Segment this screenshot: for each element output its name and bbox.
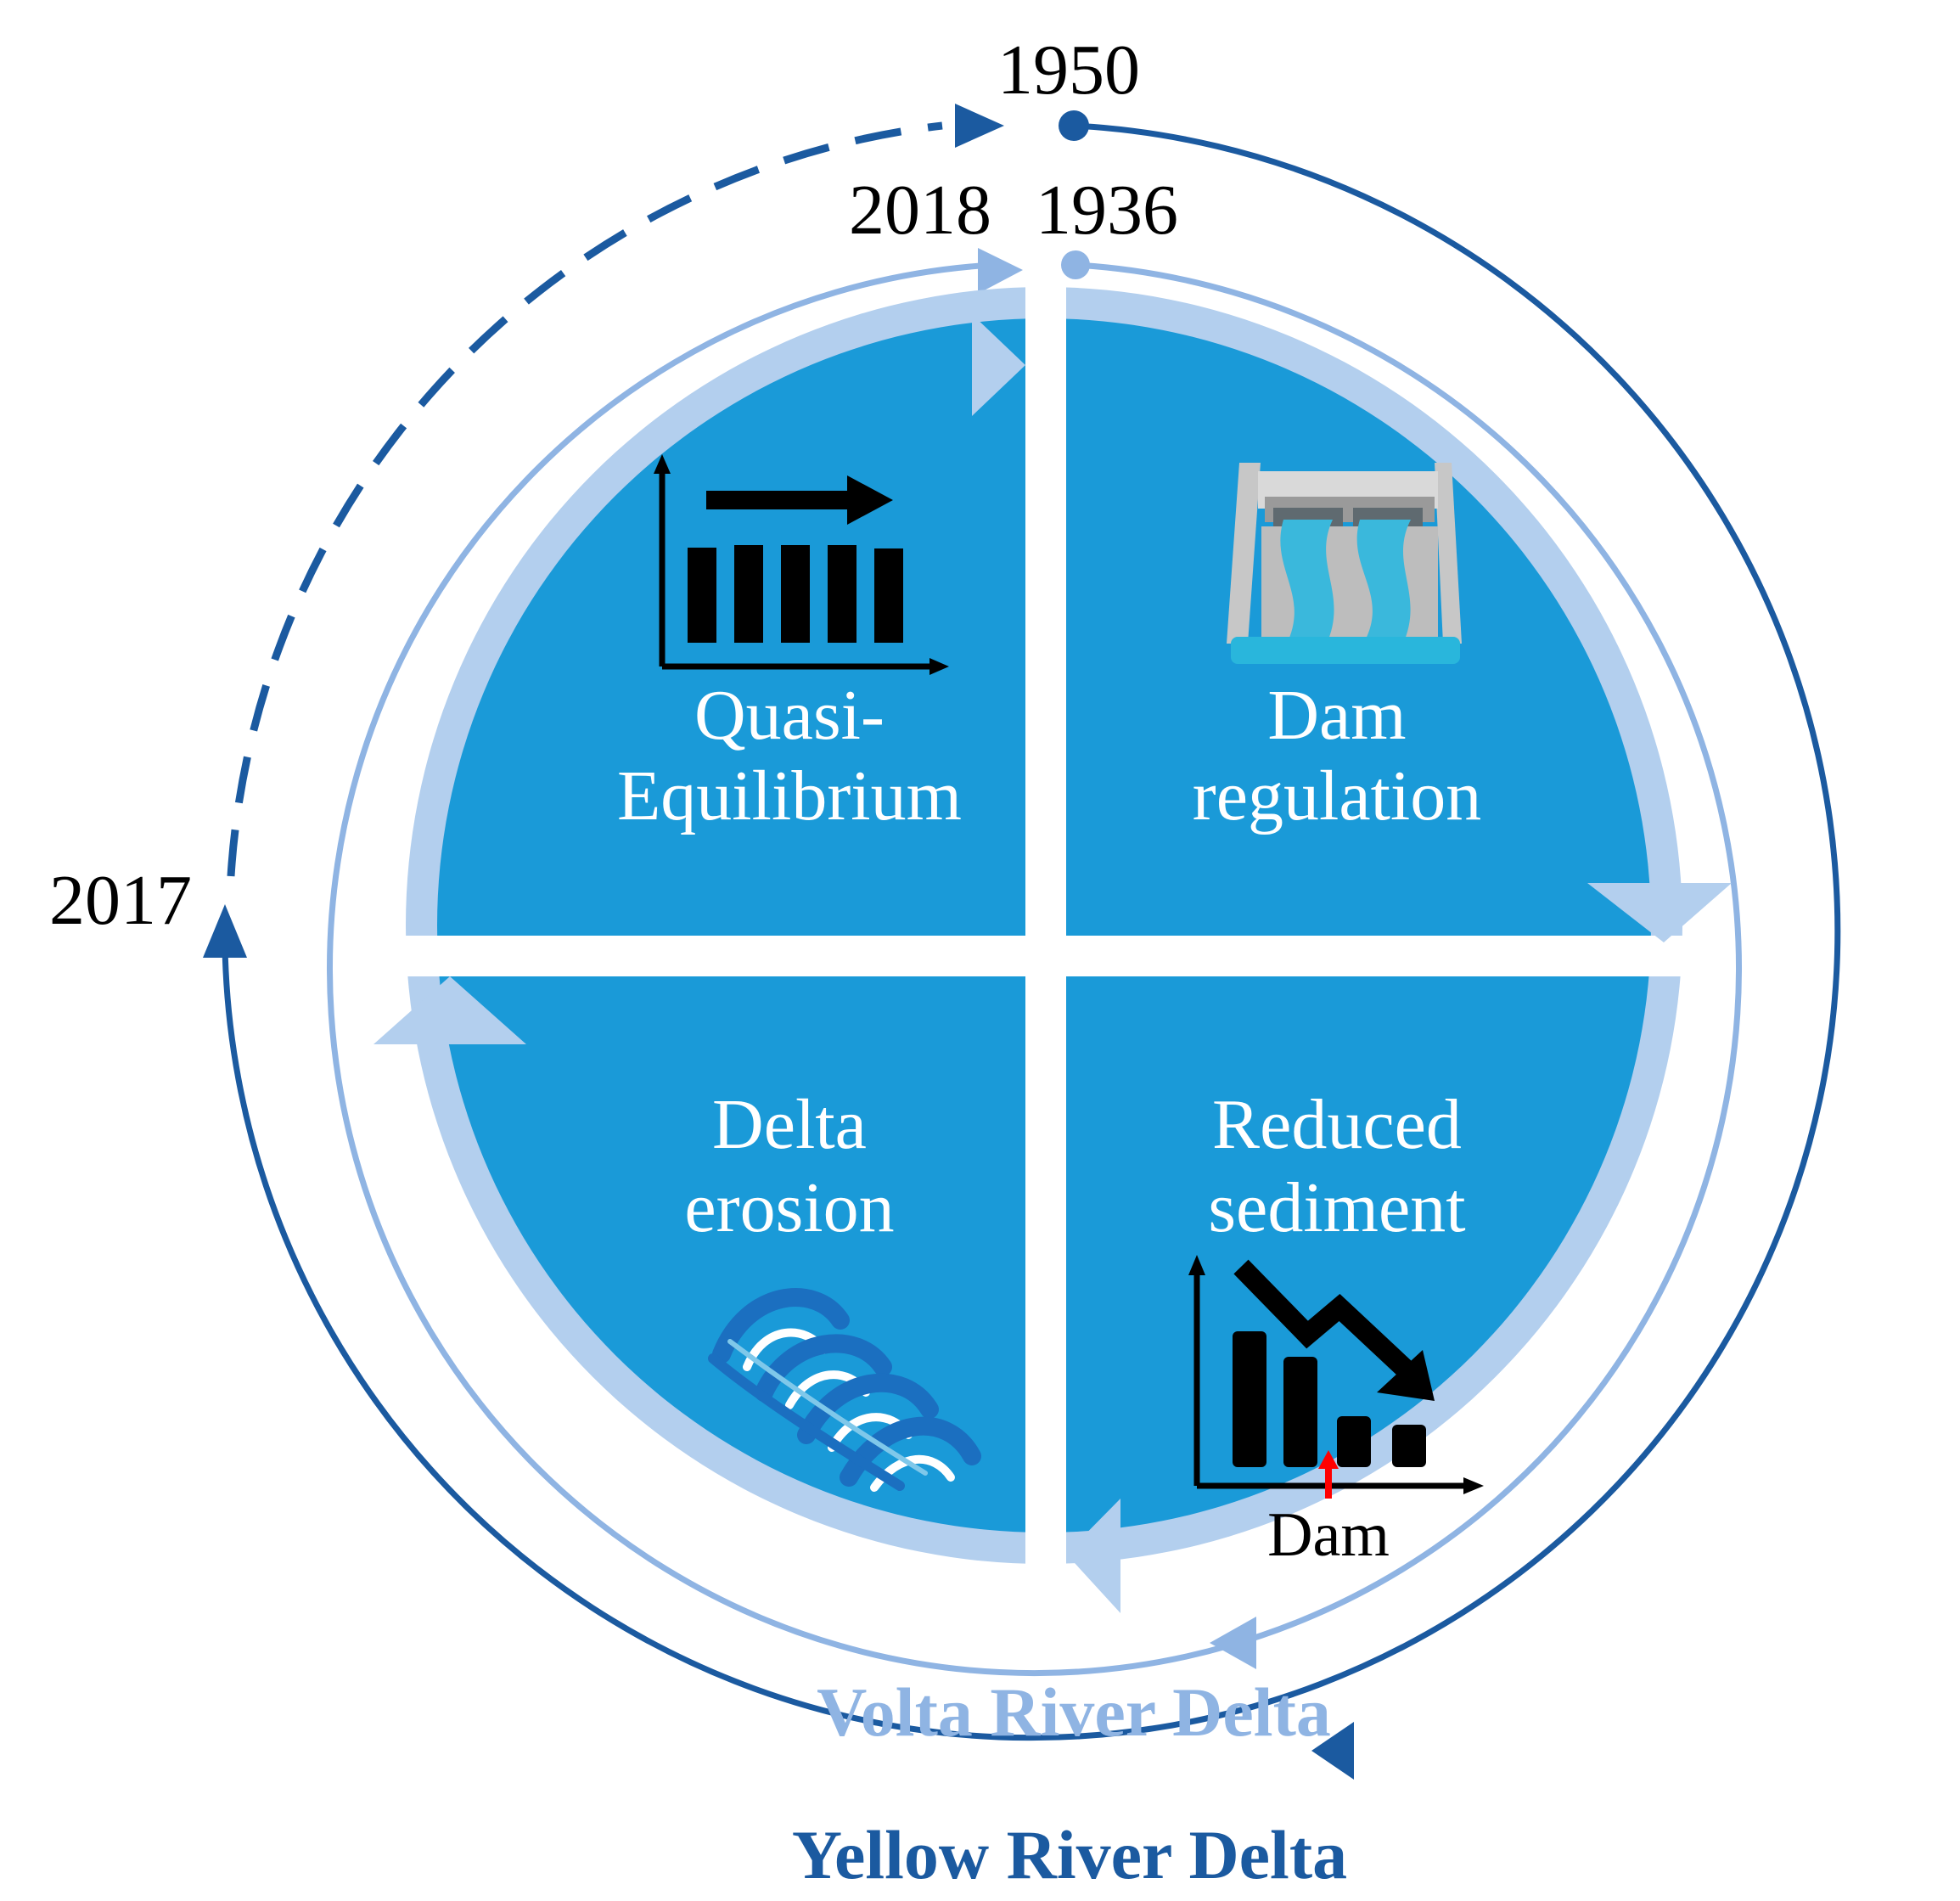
quadrant-delta-erosion-line1: Delta — [712, 1085, 867, 1164]
volta-river-delta-label: Volta River Delta — [817, 1673, 1331, 1751]
inner-cycle-arc — [327, 262, 1742, 1677]
horizontal-separator — [373, 936, 1715, 976]
quadrant-quasi-equilibrium-line1: Quasi- — [694, 676, 885, 755]
dam-marker — [1318, 1450, 1339, 1499]
band-arrowhead-top — [972, 314, 1025, 416]
dam-marker-label: Dam — [1267, 1500, 1390, 1570]
inner-cycle-arrowhead-bottom — [1210, 1617, 1256, 1669]
declining-bar-chart-icon — [1188, 1255, 1484, 1494]
year-label-1950: 1950 — [997, 31, 1140, 110]
quadrant-reduced-sediment-line1: Reduced — [1212, 1085, 1462, 1164]
year-label-1936: 1936 — [1036, 171, 1178, 250]
inner-cycle-arrowhead-top — [978, 248, 1023, 294]
year-label-2018: 2018 — [849, 171, 991, 250]
quadrant-dam-regulation-line1: Dam — [1267, 676, 1406, 755]
outer-cycle-arrowhead-bottom — [1311, 1722, 1354, 1780]
dam-spillway-icon — [1227, 463, 1462, 664]
year-label-2017: 2017 — [49, 861, 192, 940]
outer-cycle-dashed-arc — [227, 121, 943, 877]
vertical-separator — [1025, 280, 1066, 1571]
band-arrowhead-left — [373, 976, 526, 1044]
quadrant-dam-regulation-line2: regulation — [1193, 756, 1482, 835]
inner-cycle-start-dot — [1061, 250, 1090, 279]
outer-cycle-arrowhead-left — [203, 904, 247, 958]
quadrant-reduced-sediment-line2: sediment — [1208, 1168, 1465, 1247]
quadrant-delta-erosion-line2: erosion — [684, 1168, 894, 1247]
yellow-river-delta-label: Yellow River Delta — [792, 1816, 1347, 1893]
wave-icon — [708, 1288, 981, 1492]
outer-cycle-solid-arc — [222, 122, 1841, 1741]
quadrant-quasi-equilibrium-line2: Equilibrium — [617, 756, 962, 835]
outer-cycle-arrowhead-top — [955, 104, 1004, 148]
trend-chart-icon — [654, 454, 949, 675]
band-arrowhead-right — [1587, 883, 1732, 942]
band-arrowhead-bottom — [1066, 1499, 1120, 1613]
outer-cycle-start-dot — [1059, 110, 1089, 141]
